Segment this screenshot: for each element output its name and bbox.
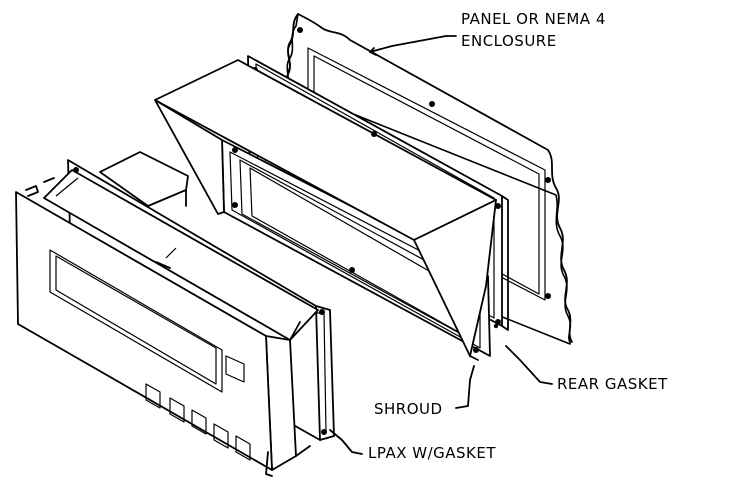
label-shroud: SHROUD bbox=[374, 400, 443, 418]
label-lpax: LPAX W/GASKET bbox=[368, 444, 496, 462]
label-rear-gasket: REAR GASKET bbox=[557, 375, 668, 393]
lpax-unit bbox=[15, 151, 335, 477]
label-panel-line1: PANEL OR NEMA 4 bbox=[461, 10, 606, 28]
leader-lines bbox=[329, 35, 553, 455]
shroud bbox=[154, 59, 497, 361]
label-panel-line2: ENCLOSURE bbox=[461, 32, 557, 50]
